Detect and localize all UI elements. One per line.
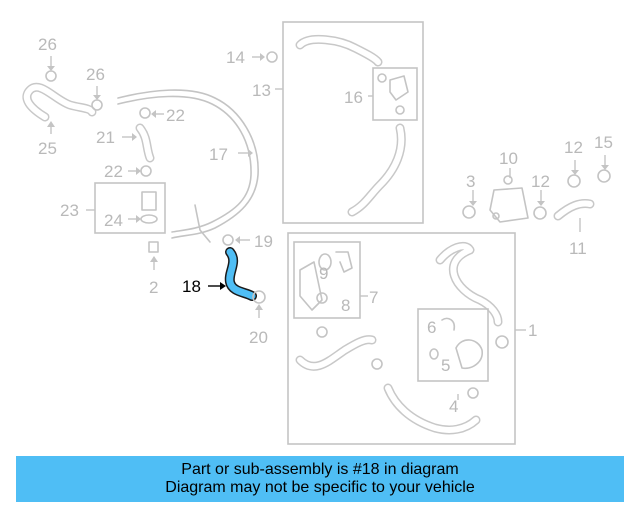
callout-23: 23 bbox=[60, 201, 79, 220]
info-banner: Part or sub-assembly is #18 in diagram D… bbox=[16, 456, 624, 502]
hose-11 bbox=[553, 199, 595, 221]
callout-1: 1 bbox=[528, 321, 537, 340]
clamp-12-right bbox=[567, 174, 581, 188]
clamp-22-upper bbox=[139, 107, 151, 119]
connector-2 bbox=[148, 241, 159, 253]
clamp-1 bbox=[495, 335, 509, 349]
housing-9 bbox=[299, 253, 332, 311]
callout-24: 24 bbox=[104, 211, 123, 230]
hose-18-highlighted bbox=[224, 247, 257, 301]
callout-11: 11 bbox=[569, 239, 587, 258]
clamp-14 bbox=[266, 51, 278, 63]
clamp-26-left bbox=[45, 56, 57, 82]
box-1 bbox=[287, 232, 516, 445]
callout-19: 19 bbox=[254, 232, 273, 251]
hose-25 bbox=[22, 82, 97, 122]
callout-9: 9 bbox=[319, 264, 328, 283]
box-7 bbox=[293, 241, 361, 319]
box-13 bbox=[282, 21, 424, 224]
callout-6: 6 bbox=[427, 318, 436, 337]
thermostat-10 bbox=[489, 175, 529, 223]
box-16 bbox=[372, 67, 418, 121]
callout-26a: 26 bbox=[38, 35, 57, 54]
clamp-26-right bbox=[91, 86, 103, 111]
callout-8: 8 bbox=[341, 296, 350, 315]
clamp-19 bbox=[222, 234, 234, 246]
callout-22b: 22 bbox=[104, 162, 123, 181]
hose-13-upper bbox=[295, 34, 383, 67]
box-23 bbox=[94, 182, 166, 234]
hose-4 bbox=[383, 383, 481, 435]
callout-17: 17 bbox=[209, 145, 228, 164]
clamp-12-left bbox=[533, 206, 547, 220]
callout-5: 5 bbox=[441, 356, 450, 375]
callout-13: 13 bbox=[252, 81, 271, 100]
clamp-3 bbox=[462, 205, 476, 219]
clamp-1-mid bbox=[371, 358, 383, 370]
callout-20: 20 bbox=[249, 328, 268, 347]
callout-14: 14 bbox=[226, 48, 245, 67]
callout-15: 15 bbox=[594, 133, 613, 152]
pipe-17 bbox=[117, 89, 259, 243]
clamp-20 bbox=[252, 290, 266, 304]
fitting-16 bbox=[377, 73, 409, 115]
callout-26b: 26 bbox=[86, 65, 105, 84]
seal-8 bbox=[335, 251, 353, 273]
clamp-1-left bbox=[316, 326, 328, 338]
clamp-4 bbox=[467, 387, 479, 399]
housing-5 bbox=[429, 317, 483, 370]
callout-3: 3 bbox=[466, 172, 475, 191]
callout-16: 16 bbox=[344, 88, 363, 107]
callout-10: 10 bbox=[499, 149, 518, 168]
callout-4: 4 bbox=[449, 397, 458, 416]
hose-13-lower bbox=[347, 123, 406, 217]
hose-21 bbox=[135, 123, 155, 163]
hose-1-left bbox=[295, 335, 377, 371]
clamp-15 bbox=[597, 169, 611, 183]
callout-25: 25 bbox=[38, 139, 57, 158]
pump-24 bbox=[140, 191, 158, 224]
callout-18: 18 bbox=[182, 277, 201, 296]
banner-line-2: Diagram may not be specific to your vehi… bbox=[165, 479, 475, 496]
banner-line-1: Part or sub-assembly is #18 in diagram bbox=[181, 461, 459, 478]
pipe-1-upper bbox=[435, 241, 503, 327]
callout-22a: 22 bbox=[166, 106, 185, 125]
callout-7: 7 bbox=[369, 288, 378, 307]
box-5 bbox=[417, 308, 489, 382]
callout-12b: 12 bbox=[564, 138, 583, 157]
clamp-22-lower bbox=[140, 165, 152, 177]
callout-12a: 12 bbox=[531, 172, 550, 191]
callout-21: 21 bbox=[96, 128, 115, 147]
callout-2: 2 bbox=[149, 278, 158, 297]
